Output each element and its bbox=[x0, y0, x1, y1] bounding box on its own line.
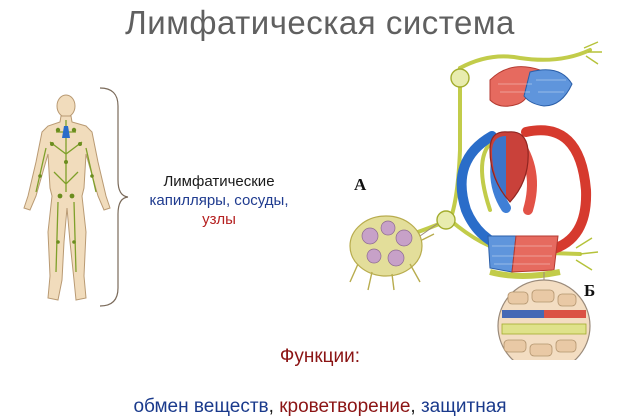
lymph-components-caption: Лимфатические капилляры, сосуды, узлы bbox=[130, 172, 308, 229]
functions-heading: Функции: bbox=[279, 346, 361, 367]
page-title: Лимфатическая система bbox=[125, 4, 515, 41]
lymph-node-detail bbox=[349, 215, 435, 291]
function-hematopoiesis: кроветворение bbox=[279, 396, 411, 417]
caption-line-3: узлы bbox=[202, 211, 236, 228]
caption-line-2: капилляры, сосуды, bbox=[149, 192, 289, 209]
human-body-figure bbox=[23, 94, 111, 301]
function-separator-2: , bbox=[410, 396, 421, 417]
pulmonary-capillaries bbox=[489, 66, 573, 107]
function-metabolism: обмен веществ bbox=[133, 396, 269, 417]
label-a: А bbox=[354, 175, 367, 194]
function-separator-1: , bbox=[268, 396, 280, 417]
function-protective: защитная bbox=[420, 396, 507, 417]
heart bbox=[489, 131, 529, 203]
circulation-diagram bbox=[388, 41, 602, 360]
caption-line-1: Лимфатические bbox=[163, 173, 275, 190]
curly-brace bbox=[99, 87, 129, 307]
label-b: Б bbox=[584, 281, 596, 300]
systemic-capillaries bbox=[487, 235, 559, 273]
tissue-magnification bbox=[497, 279, 591, 360]
functions-list: обмен веществ, кроветворение, защитная bbox=[0, 396, 640, 418]
